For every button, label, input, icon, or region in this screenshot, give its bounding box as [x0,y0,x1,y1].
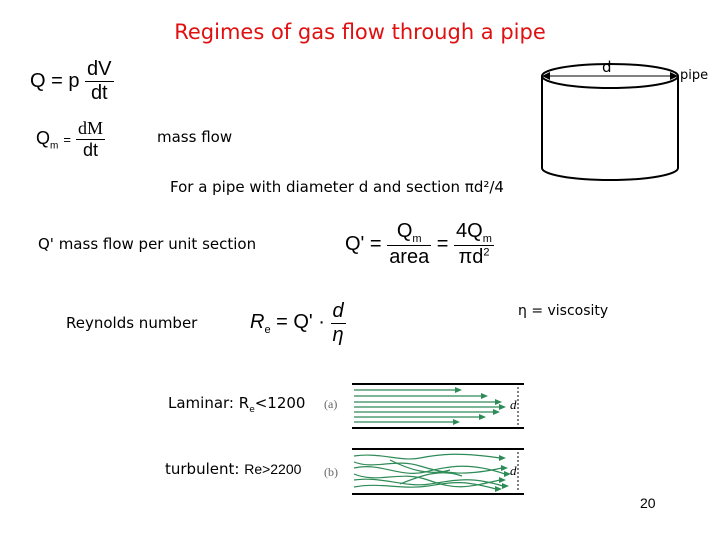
mass-flow-equation: Qm = dM dt [36,118,105,161]
reynolds-fraction: d η [330,300,346,347]
eq2-denominator: dt [82,140,98,160]
mass-flow-per-unit-label: Q' mass flow per unit section [38,235,257,253]
slide-title: Regimes of gas flow through a pipe [174,20,546,44]
reynolds-denominator: η [332,324,344,346]
pipe-label: pipe [680,68,709,83]
eq2-lhs-subscript: m [50,140,59,152]
reynolds-lhs: R [250,311,265,333]
section-text: For a pipe with diameter d and section π… [170,178,504,196]
reynolds-equation: Re = Q' · d η [250,300,346,347]
pipe-bottom-arc [541,167,679,181]
q-prime-f2-denominator: πd2 [458,246,490,268]
turbulent-d-label: d [510,463,517,478]
pipe-diameter-label: d [602,58,612,76]
eq2-fraction: dM dt [75,118,105,161]
eq1-numerator: dV [85,58,114,82]
eq1-lhs: Q = p [30,70,80,92]
turbulent-tag: (b) [324,465,338,479]
turbulent-label: turbulent: Re>2200 [165,460,302,478]
eq1-denominator: dt [90,82,108,104]
q-prime-lhs: Q' = [345,233,382,255]
laminar-label: Laminar: Re<1200 [168,394,306,415]
q-prime-fraction-2: 4Qm πd2 [454,220,494,269]
q-prime-f1-denominator: area [389,246,430,268]
q-prime-f2-numerator: 4Qm [454,220,494,246]
eq2-equals: = [63,131,71,147]
laminar-tag: (a) [324,397,338,411]
reynolds-label: Reynolds number [66,314,198,332]
reynolds-lhs-subscript: e [264,324,271,336]
q-prime-fraction-1: Qm area [387,220,432,269]
eq2-numerator: dM [75,118,105,140]
reynolds-numerator: d [330,300,346,324]
eq2-lhs: Q [36,127,51,148]
reynolds-mid: = Q' · [276,311,325,333]
mass-flow-label: mass flow [157,128,233,146]
laminar-d-label: d [510,397,517,412]
page-number: 20 [640,495,656,511]
q-prime-equals: = [436,233,449,255]
mass-flow-per-unit-equation: Q' = Qm area = 4Qm πd2 [345,220,494,269]
q-prime-f1-numerator: Qm [387,220,432,246]
eq1-fraction: dV dt [85,58,114,105]
volume-flow-equation: Q = p dV dt [30,58,114,105]
viscosity-text: η = viscosity [518,303,609,319]
